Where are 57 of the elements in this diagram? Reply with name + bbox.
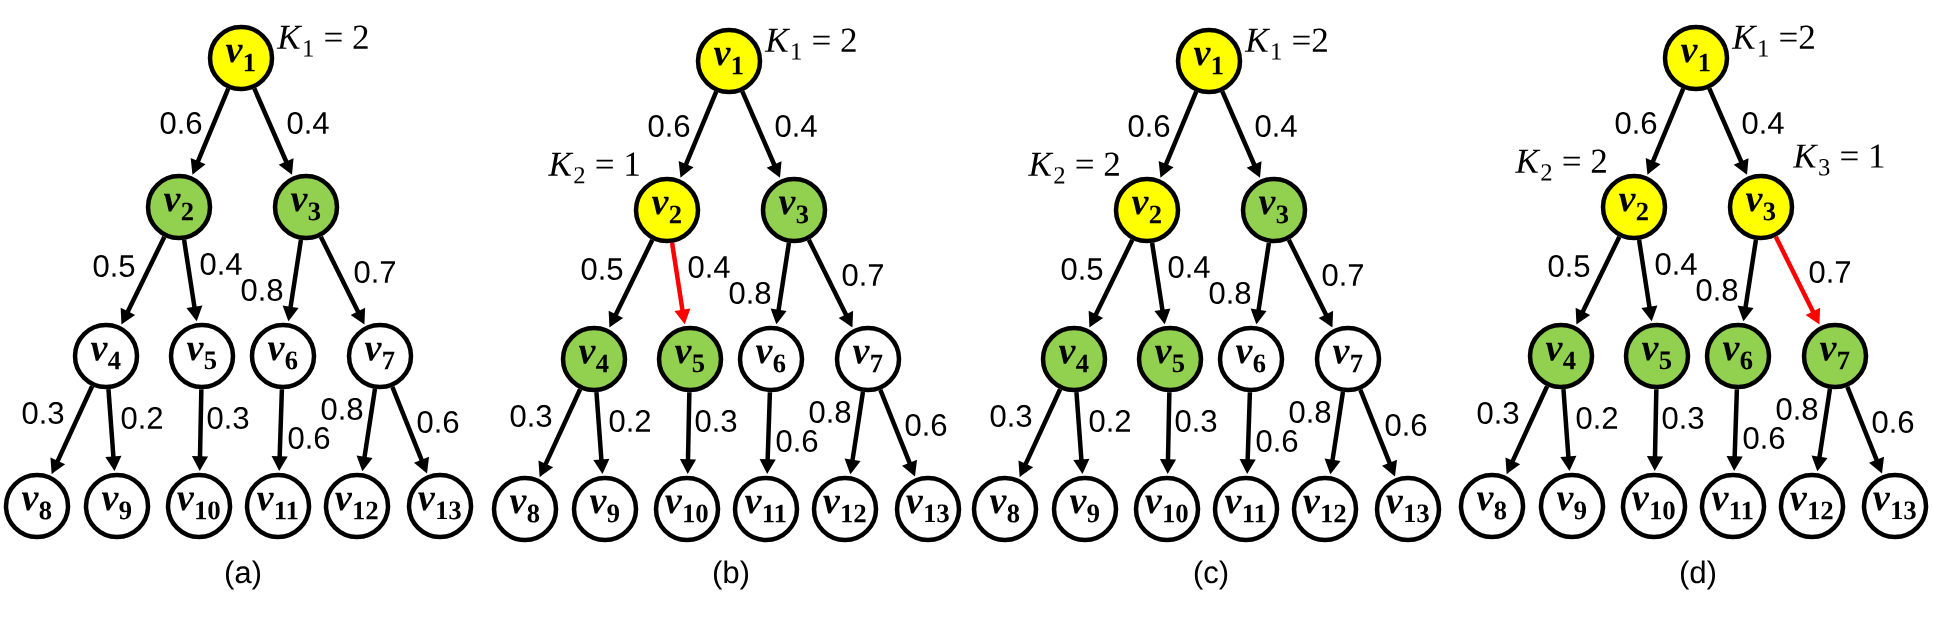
edge-label: 0.8 — [321, 398, 363, 420]
edge-label: 0.5 — [93, 255, 135, 277]
annotation-label: K$_{3}$ = 1 — [1792, 144, 1884, 176]
edge-label: 0.3 — [207, 407, 249, 429]
edge-label: 0.6 — [417, 411, 459, 433]
panel-caption: (c) — [1194, 560, 1228, 590]
edge-label: 0.2 — [121, 407, 162, 429]
edge-label: 0.7 — [1809, 261, 1850, 283]
edge-label: 0.6 — [160, 112, 202, 134]
annotation-label: K$_{1}$ =2 — [1731, 25, 1814, 57]
panel-caption: (d) — [1681, 560, 1716, 590]
annotation-label: K$_{1}$ = 2 — [764, 28, 856, 60]
edge-label: 0.4 — [1742, 112, 1784, 134]
edge-label: 0.2 — [1576, 407, 1617, 429]
edge-label: 0.6 — [1615, 112, 1657, 134]
edge-label: 0.8 — [1209, 282, 1251, 304]
edge-label: 0.4 — [200, 253, 242, 275]
edge-label: 0.3 — [510, 405, 552, 427]
edge-label: 0.3 — [22, 402, 64, 424]
edge-label: 0.6 — [1256, 430, 1298, 452]
edge-label: 0.4 — [688, 256, 730, 278]
edge-label: 0.8 — [1696, 279, 1738, 301]
edge-label: 0.8 — [729, 282, 771, 304]
edge-label: 0.8 — [1776, 398, 1818, 420]
edge-label: 0.6 — [776, 430, 818, 452]
edge-label: 0.4 — [1168, 256, 1210, 278]
annotation-label: K$_{1}$ = 2 — [276, 25, 368, 57]
edge-label: 0.3 — [1477, 402, 1519, 424]
edge-label: 0.7 — [1322, 264, 1363, 286]
edge-label: 0.2 — [609, 410, 650, 432]
edge-label: 0.3 — [1175, 410, 1217, 432]
edge-label: 0.4 — [1655, 253, 1697, 275]
edge-label: 0.6 — [648, 115, 690, 137]
edge-label: 0.6 — [905, 414, 947, 436]
edge-label: 0.6 — [1128, 115, 1170, 137]
edge-label: 0.7 — [842, 264, 883, 286]
edge-label: 0.5 — [1061, 258, 1103, 280]
edge-label: 0.5 — [581, 258, 623, 280]
edge-label: 0.8 — [1289, 401, 1331, 423]
edge-label: 0.6 — [288, 427, 330, 449]
edge-label: 0.6 — [1872, 411, 1914, 433]
edge-label: 0.7 — [354, 261, 395, 283]
edge-label: 0.3 — [695, 410, 737, 432]
edge-label: 0.8 — [809, 401, 851, 423]
edge-label: 0.4 — [1255, 115, 1297, 137]
edge-label: 0.4 — [775, 115, 817, 137]
edge-label: 0.3 — [990, 405, 1032, 427]
edge-label: 0.6 — [1385, 414, 1427, 436]
edge-label: 0.6 — [1743, 427, 1785, 449]
edge-label: 0.5 — [1548, 255, 1590, 277]
panel-caption: (a) — [226, 560, 261, 590]
annotation-label: K$_{1}$ =2 — [1244, 28, 1327, 60]
edge-label: 0.8 — [241, 279, 283, 301]
edge-label: 0.2 — [1089, 410, 1130, 432]
edge-label: 0.4 — [287, 112, 329, 134]
panel-caption: (b) — [714, 560, 749, 590]
edge-label: 0.3 — [1662, 407, 1704, 429]
